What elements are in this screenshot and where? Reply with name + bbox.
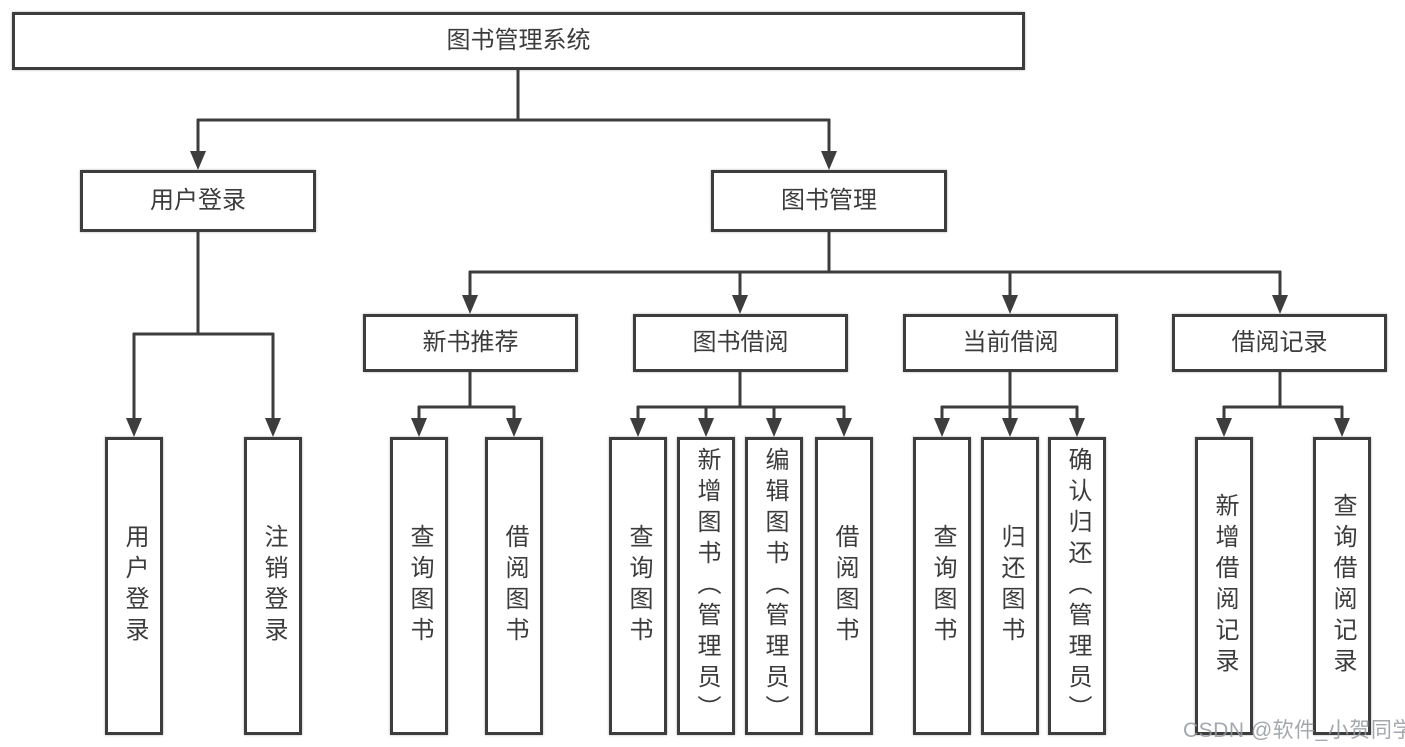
node-root: 图书管理系统: [12, 12, 1025, 70]
node-new-book-recommend: 新书推荐: [363, 314, 578, 372]
leaf-query-borrow-record-label: 查询借阅记录: [1329, 493, 1356, 679]
node-current-borrow-label: 当前借阅: [962, 329, 1059, 356]
leaf-edit-books-admin: 编辑图书（管理员）: [745, 437, 803, 735]
csdn-watermark: CSDN @软件_小贺同学: [1183, 719, 1405, 742]
leaf-edit-books-admin-label: 编辑图书（管理员）: [761, 446, 788, 726]
leaf-add-borrow-record: 新增借阅记录: [1195, 437, 1253, 735]
node-user-login: 用户登录: [80, 170, 316, 232]
leaf-user-login: 用户登录: [105, 437, 163, 735]
leaf-add-books-admin: 新增图书（管理员）: [677, 437, 735, 735]
node-borrow-record: 借阅记录: [1172, 314, 1387, 372]
leaf-query-books-current-label: 查询图书: [929, 524, 956, 648]
leaf-query-books-borrow-label: 查询图书: [625, 524, 652, 648]
leaf-borrow-books-recommend: 借阅图书: [485, 437, 543, 735]
leaf-logout-label: 注销登录: [260, 524, 287, 648]
leaf-query-books-current: 查询图书: [913, 437, 971, 735]
node-borrow-record-label: 借阅记录: [1231, 329, 1328, 356]
leaf-borrow-books-recommend-label: 借阅图书: [501, 524, 528, 648]
leaf-user-login-label: 用户登录: [121, 524, 148, 648]
leaf-confirm-return-admin: 确认归还（管理员）: [1048, 437, 1106, 735]
leaf-query-books-borrow: 查询图书: [609, 437, 667, 735]
leaf-return-books-label: 归还图书: [997, 524, 1024, 648]
leaf-add-books-admin-label: 新增图书（管理员）: [693, 446, 720, 726]
node-user-login-label: 用户登录: [150, 187, 246, 214]
leaf-query-borrow-record: 查询借阅记录: [1313, 437, 1371, 735]
leaf-confirm-return-admin-label: 确认归还（管理员）: [1064, 446, 1091, 726]
leaf-add-borrow-record-label: 新增借阅记录: [1211, 493, 1238, 679]
leaf-query-books-recommend-label: 查询图书: [406, 524, 433, 648]
leaf-borrow-books: 借阅图书: [815, 437, 873, 735]
node-book-borrow: 图书借阅: [633, 314, 848, 372]
leaf-borrow-books-label: 借阅图书: [831, 524, 858, 648]
node-book-borrow-label: 图书借阅: [692, 329, 789, 356]
node-root-label: 图书管理系统: [446, 27, 591, 54]
leaf-return-books: 归还图书: [981, 437, 1039, 735]
node-book-management-label: 图书管理: [781, 187, 877, 214]
node-new-book-recommend-label: 新书推荐: [422, 329, 519, 356]
leaf-query-books-recommend: 查询图书: [390, 437, 448, 735]
node-current-borrow: 当前借阅: [903, 314, 1118, 372]
node-book-management: 图书管理: [711, 170, 947, 232]
leaf-logout: 注销登录: [244, 437, 302, 735]
